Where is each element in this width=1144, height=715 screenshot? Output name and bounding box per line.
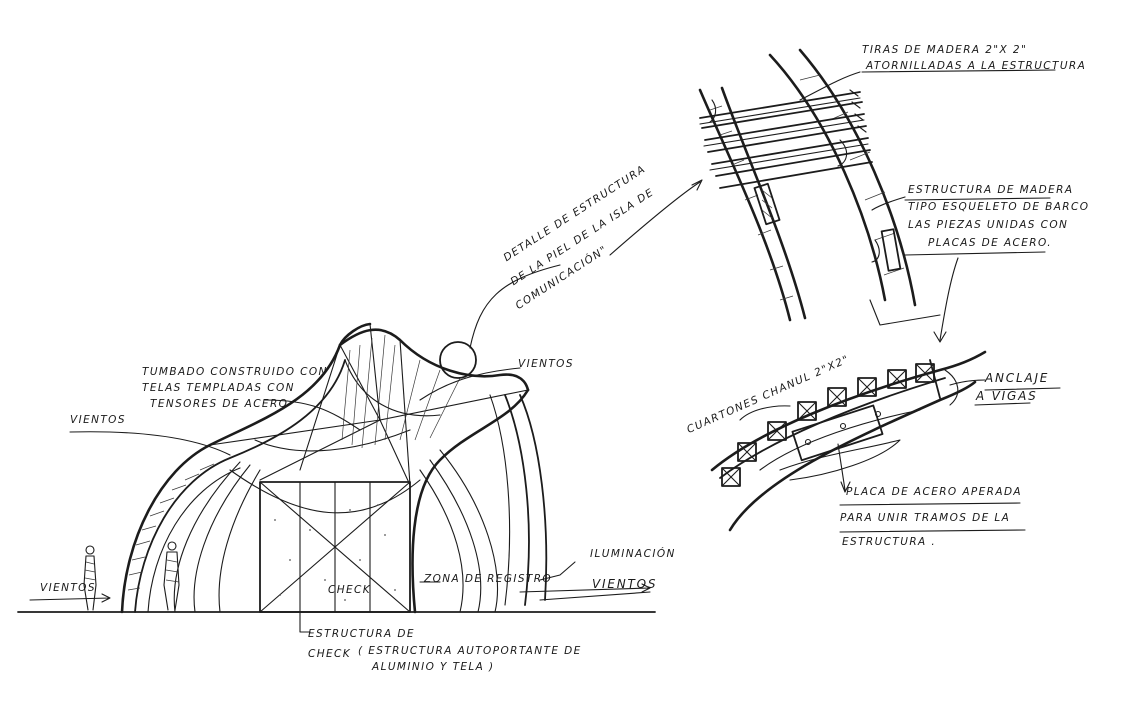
plan-detail [710, 350, 1061, 533]
wood-structure-label-line1: Estructura de madera [908, 184, 1074, 196]
structure-label-line3: ( Estructura autoportante de [358, 645, 582, 657]
winds-label-right: Vientos [592, 577, 658, 591]
shell-outer-left [120, 322, 372, 614]
detail-callout [439, 179, 703, 379]
lighting-label: Iluminación [590, 548, 676, 560]
square-timbers [721, 363, 935, 487]
anchor-label-line1: Anclaje [985, 371, 1050, 385]
wood-strips [699, 89, 873, 189]
plate-label-line3: estructura . [842, 536, 937, 548]
wood-structure-label-line2: tipo esqueleto de barco [908, 201, 1090, 213]
plate-label-line2: para unir tramos de la [840, 512, 1011, 524]
wood-structure-detail [698, 48, 1056, 343]
winds-label-top: Vientos [518, 358, 574, 370]
ceiling-label-line2: telas templadas con [142, 382, 295, 394]
wood-structure-label-line3: las piezas unidas con [908, 219, 1069, 231]
plate-label-line1: Placa de acero aperada [846, 486, 1023, 498]
human-figure-left [83, 545, 97, 611]
shell-outer-right [411, 388, 530, 614]
steel-plate [791, 404, 884, 462]
registration-zone-label: Zona de registro [424, 573, 553, 585]
wood-strips-label-line1: Tiras de madera 2"x 2" [862, 44, 1028, 56]
wood-strips-label-line2: Atornilladas a la estructura [866, 60, 1087, 72]
anchor-label-line2: a vigas [976, 389, 1038, 403]
pavilion-elevation [17, 322, 656, 633]
ceiling-label-line3: tensores de acero [150, 398, 289, 410]
structure-label-line1: Estructura de [308, 628, 415, 640]
check-label: Check [328, 584, 372, 596]
structure-label-line2: Check [308, 648, 352, 660]
structure-label-line4: aluminio y tela ) [372, 661, 495, 673]
wood-structure-label-line4: placas de acero. [928, 237, 1052, 249]
human-figure-right [163, 541, 180, 611]
winds-label-left: Vientos [70, 414, 126, 426]
winds-label-ground-left: Vientos [40, 582, 96, 594]
ceiling-label-line1: Tumbado construido con [142, 366, 328, 378]
